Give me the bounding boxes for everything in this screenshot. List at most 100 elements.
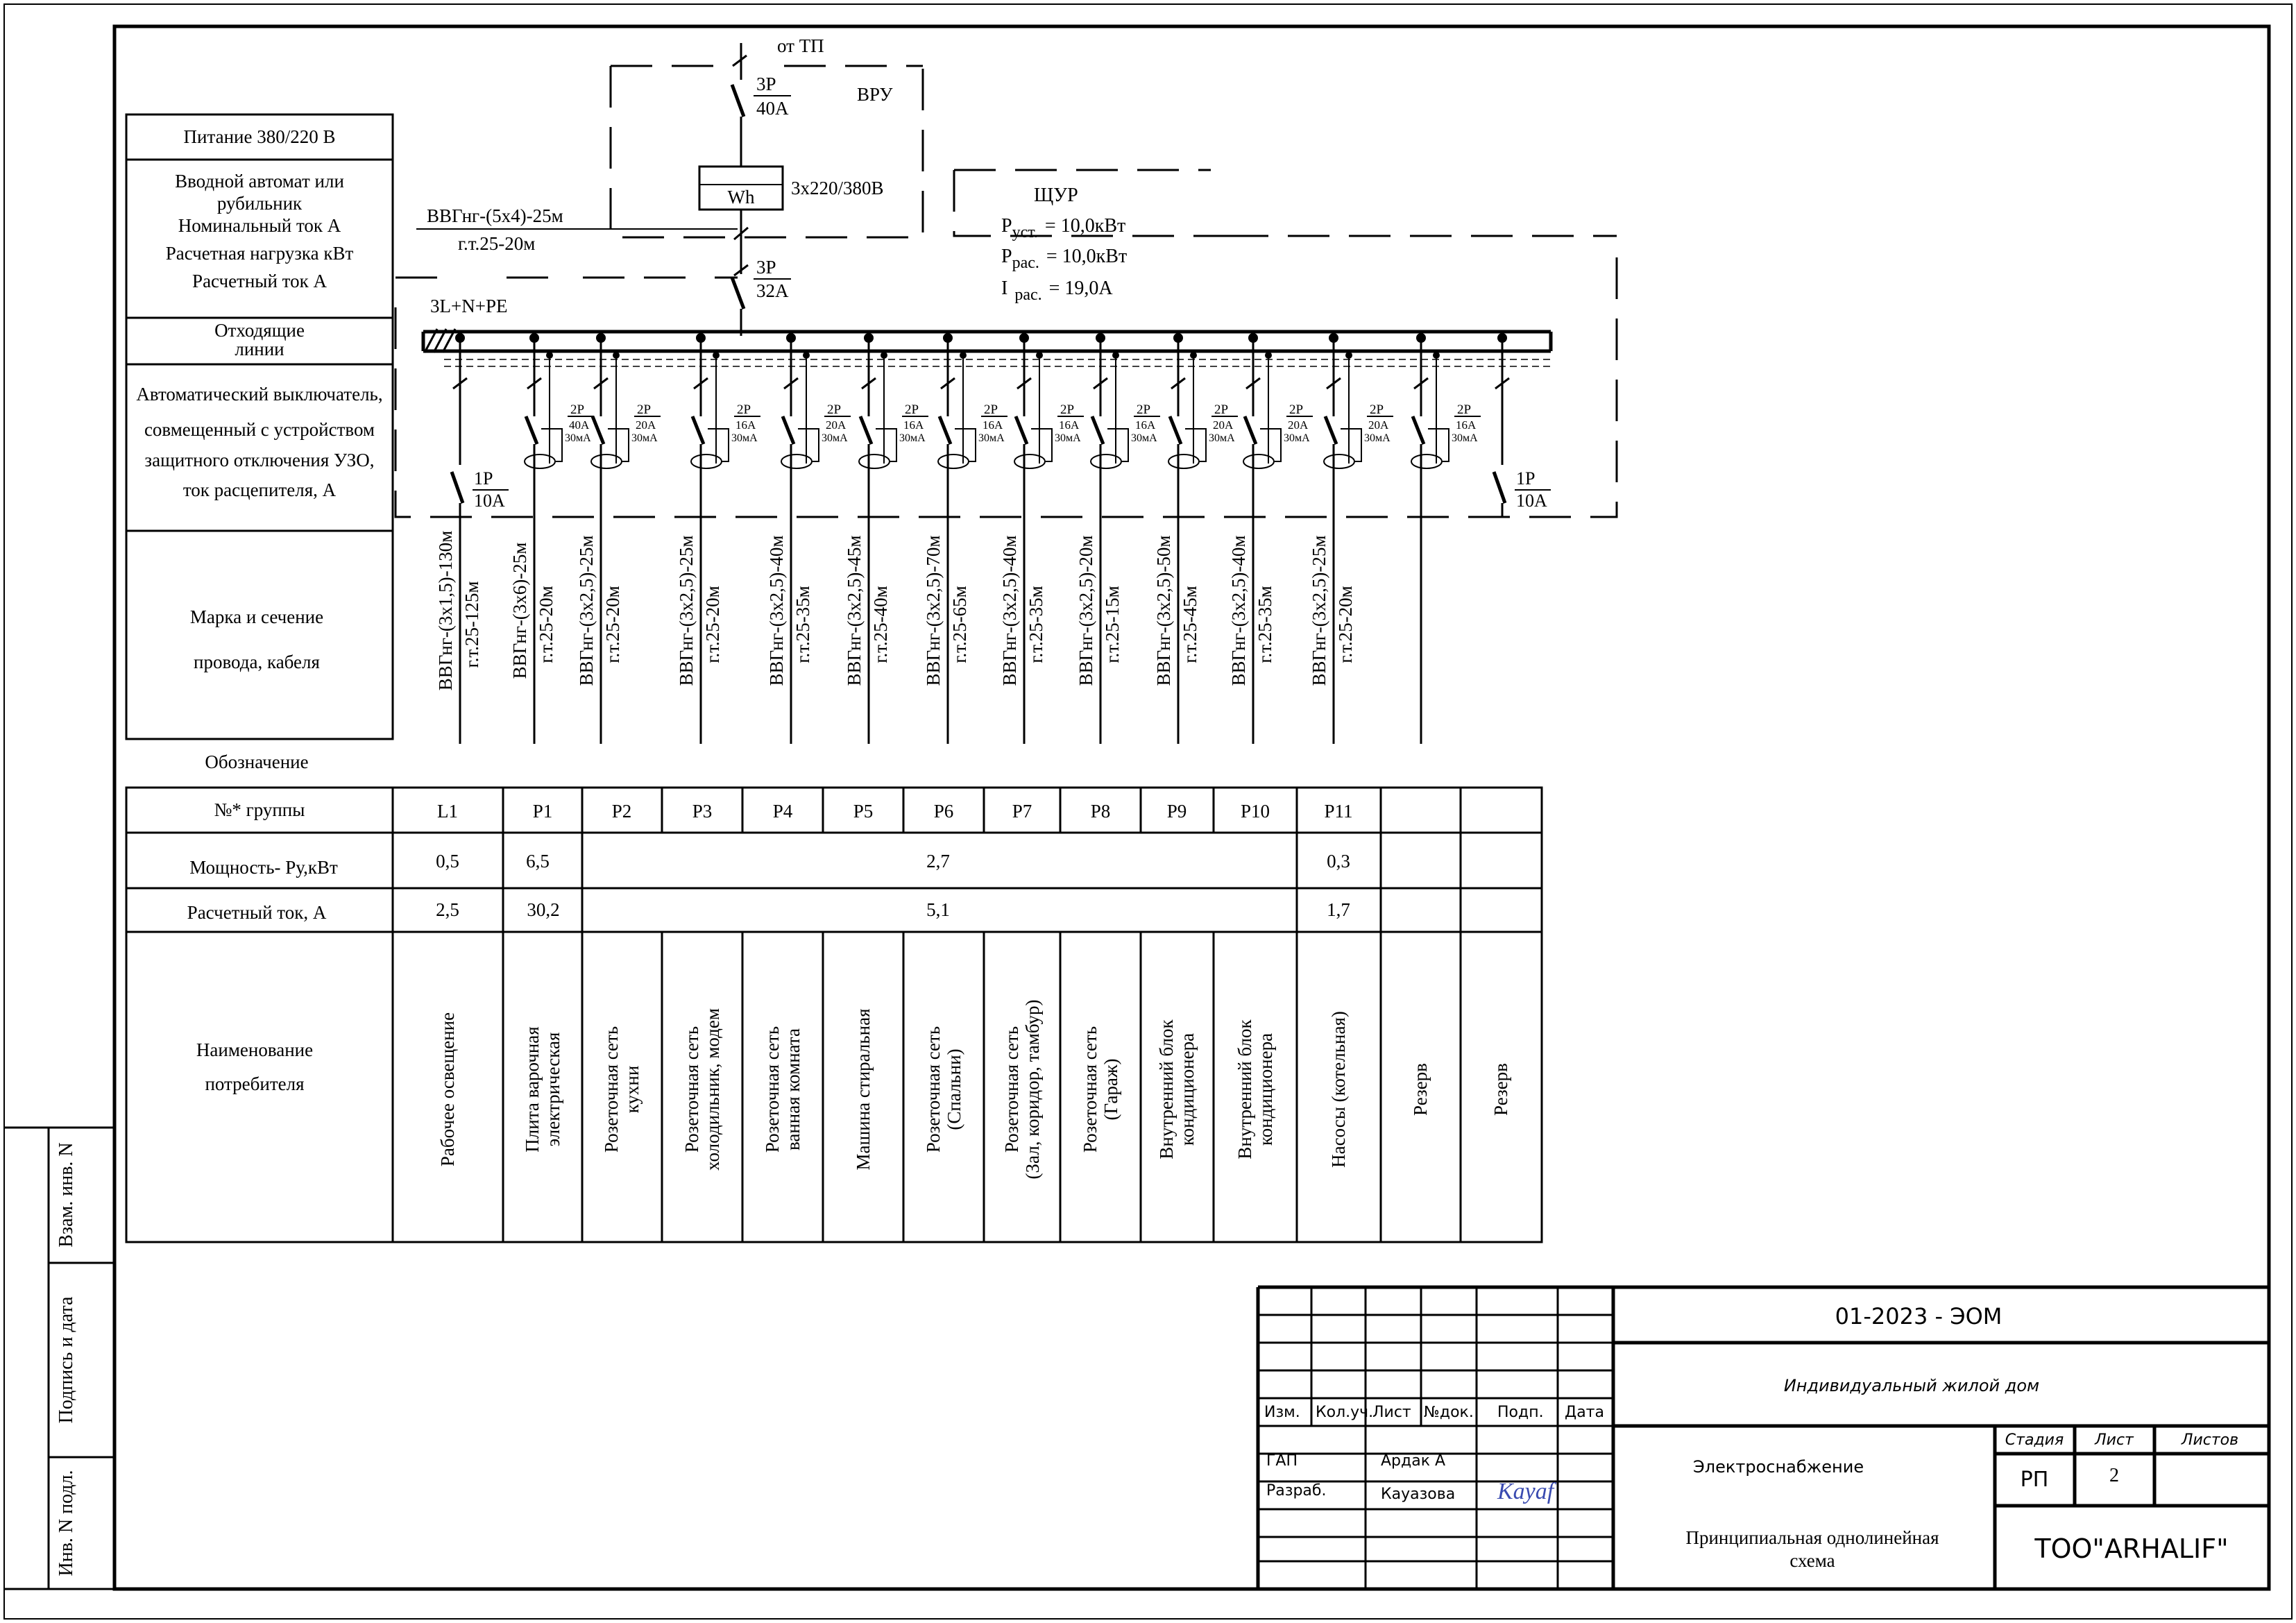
- breaker-contact: [524, 416, 539, 445]
- p-installed-label: Pуст.= 10,0кВт: [1001, 215, 1125, 241]
- cable-mark: ВВГнг-(3х6)-25м: [509, 543, 530, 679]
- breaker-contact: [1090, 416, 1105, 445]
- col-header-izm: Изм.: [1264, 1404, 1300, 1421]
- row-designation: Обозначение: [205, 751, 308, 772]
- row-cable-1: Марка и сечение: [190, 606, 323, 627]
- cable-mark: ВВГнг-(3х1,5)-130м: [435, 531, 456, 690]
- contact-mark: [861, 377, 876, 390]
- breaker-rating: 16A: [1135, 418, 1156, 432]
- rcd-sensor: [1168, 454, 1200, 469]
- power-p2-p10: 2,7: [926, 851, 950, 872]
- breaker-contact: [450, 471, 465, 504]
- consumer-name-5-line-1: Розеточная сеть: [762, 1026, 783, 1153]
- cable-route: г.т.25-40м: [870, 586, 891, 663]
- row-breaker-2: совмещенный с устройством: [144, 419, 375, 440]
- breaker-rating: 20A: [636, 418, 656, 432]
- breaker-poles: 2P: [984, 402, 998, 417]
- breaker-rating: 10A: [474, 491, 505, 511]
- breaker-rating: 16A: [1456, 418, 1477, 432]
- rcd-trip-link: [1341, 428, 1362, 462]
- breaker-poles: 2P: [1137, 402, 1150, 417]
- rcd-sensor: [690, 454, 722, 469]
- rcd-trip-link: [876, 428, 897, 462]
- rcd-rating: 30мА: [899, 432, 926, 444]
- breaker-poles: 2P: [1060, 402, 1074, 417]
- contact-mark: [1495, 377, 1510, 390]
- row-breaker-3: защитного отключения УЗО,: [144, 450, 374, 470]
- feed-cable-route: г.т.25-20м: [458, 233, 535, 254]
- group-label-l1: L1: [437, 801, 458, 822]
- row-input-line-1: Вводной автомат или: [175, 171, 344, 192]
- lower-table: №* группы Мощность- Ру,кВт Расчетный ток…: [125, 786, 1543, 1243]
- group-label-p1: P1: [533, 801, 553, 822]
- left-table: Питание 380/220 В Вводной автомат или ру…: [125, 113, 394, 772]
- power-p11: 0,3: [1327, 851, 1350, 872]
- rcd-sensor: [1243, 454, 1275, 469]
- cable-route: г.т.25-20м: [536, 586, 556, 663]
- breaker-contact: [1323, 416, 1338, 445]
- rcd-rating: 30мА: [565, 432, 591, 444]
- rcd-trip-link: [955, 428, 976, 462]
- breaker-contact: [1492, 471, 1507, 504]
- current-p2-p10: 5,1: [926, 899, 950, 920]
- stage-value: РП: [2021, 1468, 2049, 1492]
- cable-mark: ВВГнг-(3х2,5)-25м: [676, 536, 697, 686]
- rcd-sensor: [1323, 454, 1355, 469]
- name-gap: Ардак А: [1381, 1452, 1445, 1470]
- cable-mark: ВВГнг-(3х2,5)-25м: [1309, 536, 1329, 686]
- contact-mark: [1326, 377, 1341, 390]
- project-name: Индивидуальный жилой дом: [1784, 1376, 2039, 1395]
- consumer-name-10-line-2: кондиционера: [1177, 1033, 1198, 1146]
- row-breaker-1: Автоматический выключатель,: [136, 384, 382, 405]
- power-l1: 0,5: [436, 851, 459, 872]
- breaker-contact: [1243, 416, 1258, 445]
- row-breaker-4: ток расцепителя, А: [183, 479, 337, 500]
- row-input-line-5: Расчетный ток А: [192, 271, 327, 291]
- role-gap: ГАП: [1266, 1452, 1298, 1470]
- contact-mark: [1017, 377, 1032, 390]
- contact-mark: [1245, 377, 1261, 390]
- rcd-rating: 30мА: [1364, 432, 1391, 444]
- power-p1: 6,5: [526, 851, 550, 872]
- cable-route: г.т.25-35м: [792, 586, 813, 663]
- consumer-name-9-line-2: (Гараж): [1100, 1058, 1121, 1120]
- cable-route: г.т.25-35м: [1255, 586, 1275, 663]
- consumer-name-10-line-1: Внутренний блок: [1156, 1019, 1177, 1159]
- cable-mark: ВВГнг-(3х2,5)-40м: [766, 536, 787, 686]
- row-lines-1: Отходящие: [214, 320, 305, 341]
- sheet-value: 2: [2109, 1465, 2119, 1486]
- row-cable-2: провода, кабеля: [194, 652, 320, 672]
- group-label-p7: P7: [1012, 801, 1032, 822]
- consumer-name-11-line-1: Внутренний блок: [1234, 1019, 1255, 1159]
- group-label-p10: P10: [1241, 801, 1270, 822]
- group-label-p9: P9: [1167, 801, 1187, 822]
- group-label-p11: P11: [1324, 801, 1352, 822]
- consumer-name-1-line-1: Рабочее освещение: [437, 1012, 458, 1166]
- main-breaker-rating: 40A: [756, 98, 789, 119]
- row-consumer-1: Наименование: [196, 1039, 313, 1060]
- col-header-date: Дата: [1565, 1404, 1604, 1421]
- rcd-rating: 30мА: [1284, 432, 1310, 444]
- breaker-rating: 20A: [826, 418, 847, 432]
- rcd-rating: 30мА: [1452, 432, 1478, 444]
- cable-route: г.т.25-125м: [461, 581, 482, 668]
- role-developer: Разраб.: [1266, 1482, 1326, 1499]
- rcd-rating: 30мА: [1131, 432, 1157, 444]
- group-label-p6: P6: [934, 801, 954, 822]
- breaker-rating: 16A: [1059, 418, 1080, 432]
- from-substation: от ТП: [777, 35, 824, 56]
- group-label-p2: P2: [612, 801, 632, 822]
- stamp-original-number: Инв. N подл.: [56, 1470, 77, 1576]
- stamp-replacement: Взам. инв. N: [56, 1142, 77, 1247]
- sheets-header: Листов: [2181, 1431, 2238, 1449]
- contact-mark: [593, 377, 609, 390]
- col-header-kol: Кол.уч.: [1316, 1404, 1373, 1421]
- breaker-poles: 2P: [737, 402, 751, 417]
- consumer-name-6-line-1: Машина стиральная: [853, 1008, 874, 1170]
